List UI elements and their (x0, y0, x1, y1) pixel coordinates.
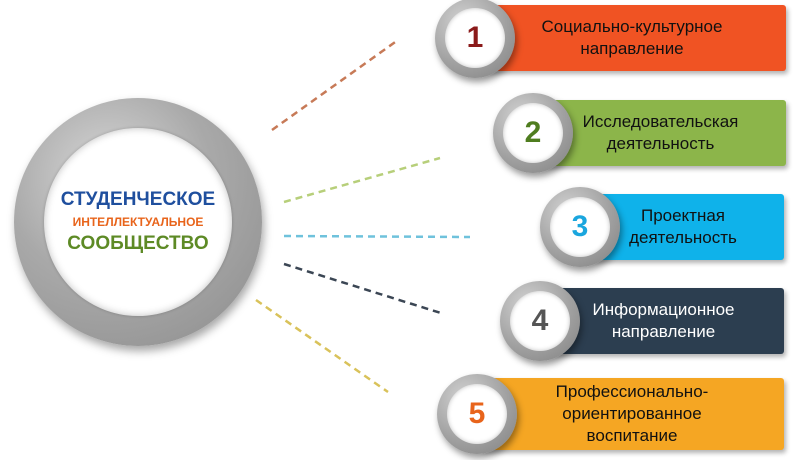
number-badge-5-value: 5 (447, 384, 507, 444)
direction-label-2: Исследовательская деятельность (582, 112, 739, 153)
hub-line-2: ИНТЕЛЛЕКТУАЛЬНОЕ (72, 215, 204, 229)
number-badge-1: 1 (435, 0, 515, 78)
direction-label-3: Проектная деятельность (629, 206, 737, 247)
number-badge-2-value: 2 (503, 103, 563, 163)
hub-line-1: СТУДЕНЧЕСКОЕ (60, 189, 216, 210)
number-badge-2: 2 (493, 93, 573, 173)
number-badge-4-value: 4 (510, 291, 570, 351)
number-badge-3: 3 (540, 187, 620, 267)
direction-label-5: Профессионально- ориентированное воспита… (555, 382, 709, 445)
central-hub-label: СТУДЕНЧЕСКОЕ ИНТЕЛЛЕКТУАЛЬНОЕ СООБЩЕСТВО (44, 128, 232, 316)
central-hub: СТУДЕНЧЕСКОЕ ИНТЕЛЛЕКТУАЛЬНОЕ СООБЩЕСТВО (14, 98, 262, 346)
number-badge-1-value: 1 (445, 8, 505, 68)
direction-label-4: Информационное направление (592, 300, 735, 341)
connector-line-4 (283, 262, 445, 316)
direction-bar-4: Информационное направление (543, 288, 784, 354)
connector-line-1 (271, 38, 399, 132)
hub-line-3: СООБЩЕСТВО (67, 233, 209, 254)
direction-bar-1: Социально-культурное направление (478, 5, 786, 71)
direction-bar-3: Проектная деятельность (582, 194, 784, 260)
number-badge-5: 5 (437, 374, 517, 454)
number-badge-4: 4 (500, 281, 580, 361)
direction-bar-5: Профессионально- ориентированное воспита… (480, 378, 784, 450)
connector-line-3 (283, 234, 471, 239)
direction-bar-2: Исследовательская деятельность (535, 100, 786, 166)
connector-line-5 (255, 298, 389, 394)
number-badge-3-value: 3 (550, 197, 610, 257)
connector-line-2 (283, 156, 441, 204)
direction-label-1: Социально-культурное направление (541, 17, 723, 58)
